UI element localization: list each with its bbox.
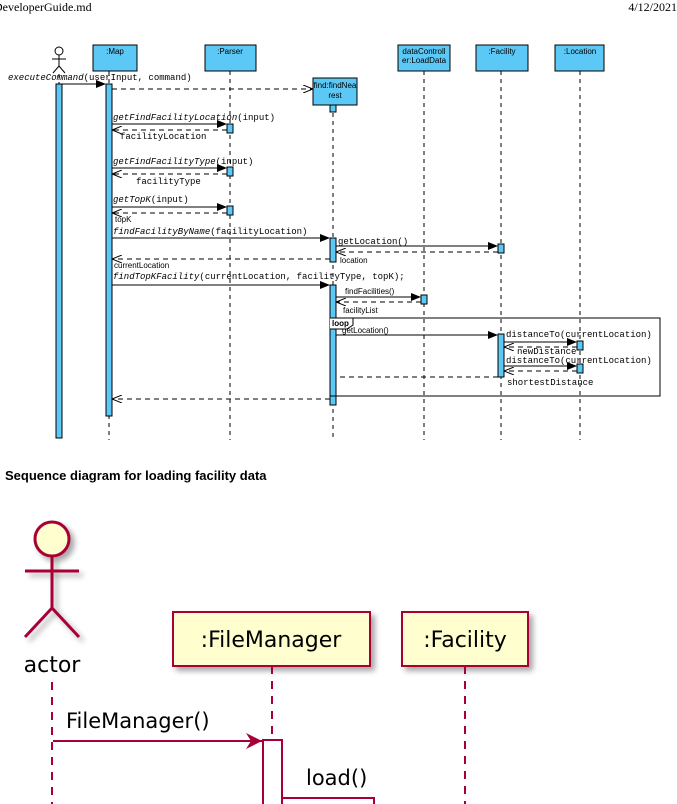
msg-filemanager-constructor: FileManager() [53,709,262,749]
msg-get-location: getLocation() location [336,237,498,265]
lifeline-datacontroller-label-2: er:LoadData [402,56,447,65]
plantuml-actor: actor [24,520,82,678]
plantuml-facility-box: :Facility [401,611,529,667]
svg-text:distanceTo(currentLocation): distanceTo(currentLocation) [506,330,652,340]
lifeline-map-label: :Map [106,47,124,56]
filemanager-activation [262,739,283,804]
msg-find-top-k-facility: findTopKFacility(currentLocation, facili… [112,272,405,289]
msg-distance-to-2: distanceTo(currentLocation) [504,356,652,371]
svg-text:distanceTo(currentLocation): distanceTo(currentLocation) [506,356,652,366]
msg-loop-get-location: getLocation() [336,326,498,339]
svg-text:FileManager(): FileManager() [66,709,210,733]
svg-text:getFindFacilityType(input): getFindFacilityType(input) [113,157,253,167]
plantuml-filemanager-box: :FileManager [172,611,371,667]
lifeline-find-label-1: find:findNea [314,81,357,90]
svg-text:getLocation(): getLocation() [342,326,389,335]
loop-label: loop [332,319,349,328]
lifeline-parser: :Parser [204,44,257,440]
svg-text:location: location [340,256,368,265]
svg-text:topK: topK [115,215,132,224]
lifeline-location: :Location [554,44,605,440]
actor-activation [55,83,63,439]
svg-text:shortestDistance: shortestDistance [507,378,593,388]
msg-execute-command: executeCommand(userInput, command) [8,73,192,88]
lifeline-datacontroller-label-1: dataControll [402,47,445,56]
svg-text:findFacilityByName(facilityLoc: findFacilityByName(facilityLocation) [113,227,307,237]
svg-text:getLocation(): getLocation() [338,237,408,247]
svg-text:findFacilities(): findFacilities() [345,287,395,296]
svg-text:facilityType: facilityType [136,177,201,187]
msg-get-top-k: getTopK(input) topK [112,195,227,224]
msg-find-facilities: findFacilities() facilityList [336,287,421,315]
facility-label: :Facility [423,628,507,653]
msg-find-facility-by-name: findFacilityByName(facilityLocation) [112,227,330,242]
msg-return-shortest-distance: shortestDistance [337,376,593,388]
filemanager-label: :FileManager [201,628,343,653]
lifeline-parser-label: :Parser [217,47,243,56]
svg-text:load(): load() [306,766,367,790]
map-activation [105,83,113,417]
lifeline-datacontroller: dataControll er:LoadData [397,44,451,440]
lifeline-find-label-2: rest [328,91,342,100]
document-header-title: DeveloperGuide.md [0,0,92,14]
svg-text:facilityList: facilityList [343,306,378,315]
svg-text:currentLocation: currentLocation [114,261,169,270]
msg-return-current-location: currentLocation [113,259,330,270]
svg-text:newDistance: newDistance [517,347,576,357]
svg-text:getTopK(input): getTopK(input) [113,195,189,205]
loop-frame: loop [329,317,661,397]
actor-figure [52,46,66,74]
svg-text:findTopKFacility(currentLocati: findTopKFacility(currentLocation, facili… [113,272,405,282]
msg-distance-to-1: distanceTo(currentLocation) newDistance [504,330,652,357]
msg-get-find-facility-type: getFindFacilityType(input) facilityType [112,157,253,187]
document-header-date: 4/12/2021 [628,0,677,14]
svg-text:getFindFacilityLocation(input): getFindFacilityLocation(input) [113,113,275,123]
msg-get-find-facility-location: getFindFacilityLocation(input) facilityL… [112,113,275,142]
lifeline-map: :Map [92,44,138,440]
svg-text:facilityLocation: facilityLocation [120,132,206,142]
msg-load-self-call: load() [283,766,375,804]
lifeline-facility: :Facility [475,44,529,440]
lifeline-facility-label: :Facility [488,47,515,56]
svg-text:executeCommand(userInput, comm: executeCommand(userInput, command) [8,73,192,83]
diagram-caption: Sequence diagram for loading facility da… [5,468,267,483]
actor-label: actor [24,653,82,678]
lifeline-location-label: :Location [564,47,596,56]
